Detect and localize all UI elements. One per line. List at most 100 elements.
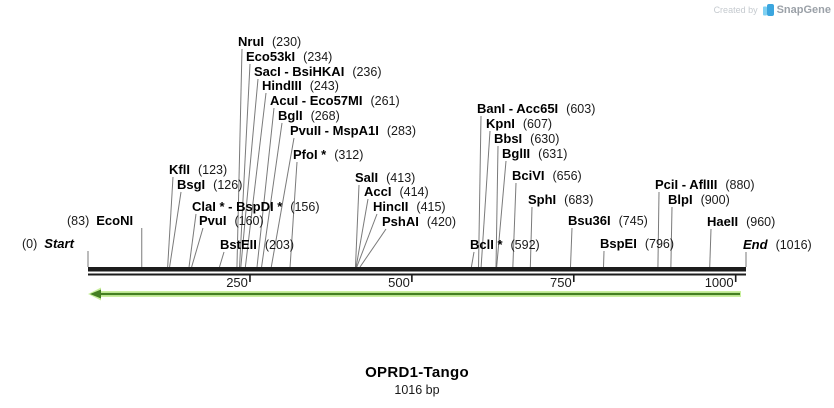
site-position: (83) bbox=[67, 214, 90, 228]
site-name: PvuI bbox=[199, 213, 227, 228]
site-position: (420) bbox=[426, 215, 457, 229]
site-label-clai-bspdi[interactable]: ClaI * - BspDI * (156) bbox=[192, 199, 319, 215]
site-name: SalI bbox=[355, 170, 379, 185]
site-name: BglII bbox=[502, 146, 531, 161]
snapgene-brand-text: SnapGene bbox=[776, 4, 831, 16]
site-name: AccI bbox=[364, 184, 392, 199]
site-position: (126) bbox=[213, 178, 243, 192]
site-position: (603) bbox=[566, 102, 596, 116]
map-title: OPRD1-Tango bbox=[365, 364, 469, 381]
site-position: (203) bbox=[264, 238, 295, 252]
site-position: (234) bbox=[303, 50, 333, 64]
site-label-pvuii-mspa1i[interactable]: PvuII - MspA1I (283) bbox=[290, 123, 416, 139]
title-block: OPRD1-Tango 1016 bp bbox=[0, 364, 834, 397]
site-position: (243) bbox=[309, 79, 339, 93]
site-name: HaeII bbox=[707, 214, 739, 229]
map-length: 1016 bp bbox=[394, 383, 440, 397]
site-label-bspei[interactable]: BspEI (796) bbox=[600, 236, 674, 252]
site-position: (312) bbox=[334, 148, 364, 162]
site-label-bsteii[interactable]: BstEII(203) bbox=[220, 237, 294, 253]
site-label-bbsi[interactable]: BbsI(630) bbox=[494, 131, 559, 147]
site-name: KflI bbox=[169, 162, 190, 177]
direction-arrow[interactable] bbox=[88, 287, 741, 301]
site-label-acci[interactable]: AccI (414) bbox=[364, 184, 429, 200]
site-label-pcii-afliii[interactable]: PciI - AflIII (880) bbox=[655, 177, 755, 193]
site-label-sphi[interactable]: SphI(683) bbox=[528, 192, 593, 208]
site-position: (607) bbox=[522, 117, 553, 131]
site-position: (631) bbox=[538, 147, 568, 161]
site-label-start[interactable]: (0) Start bbox=[22, 236, 74, 252]
site-label-acui-eco57mi[interactable]: AcuI - Eco57MI (261) bbox=[270, 93, 400, 109]
site-label-end[interactable]: End (1016) bbox=[743, 237, 812, 253]
site-position: (745) bbox=[618, 214, 648, 228]
site-position: (230) bbox=[272, 35, 302, 49]
site-label-bani-acc65i[interactable]: BanI - Acc65I (603) bbox=[477, 101, 595, 117]
site-label-nrui[interactable]: NruI (230) bbox=[238, 34, 301, 50]
site-name: KpnI bbox=[486, 116, 515, 131]
site-label-pshai[interactable]: PshAI(420) bbox=[382, 214, 456, 230]
site-name: BsgI bbox=[177, 177, 206, 192]
site-name: EcoNI bbox=[96, 213, 134, 228]
site-label-eco53ki[interactable]: Eco53kI (234) bbox=[246, 49, 332, 65]
site-label-bcivi[interactable]: BciVI(656) bbox=[512, 168, 582, 184]
site-label-pvui[interactable]: PvuI(160) bbox=[199, 213, 264, 229]
site-name: BlpI bbox=[668, 192, 693, 207]
site-name: End bbox=[743, 237, 768, 252]
site-name: PfoI * bbox=[293, 147, 327, 162]
site-name: NruI bbox=[238, 34, 264, 49]
site-position: (268) bbox=[310, 109, 340, 123]
axis-tick-label: 500 bbox=[388, 275, 410, 290]
site-position: (900) bbox=[700, 193, 730, 207]
snapgene-logo-icon bbox=[762, 3, 774, 16]
site-name: Start bbox=[44, 236, 74, 251]
site-name: BanI - Acc65I bbox=[477, 101, 559, 116]
axis-tick-label: 250 bbox=[226, 275, 248, 290]
site-position: (656) bbox=[552, 169, 582, 183]
site-label-haeii[interactable]: HaeII (960) bbox=[707, 214, 775, 230]
site-position: (796) bbox=[644, 237, 675, 251]
sequence-line bbox=[88, 267, 746, 276]
site-name: PvuII - MspA1I bbox=[290, 123, 379, 138]
site-label-kfli[interactable]: KflI (123) bbox=[169, 162, 227, 178]
site-label-econi[interactable]: (83) EcoNI bbox=[67, 213, 133, 229]
site-label-bsu36i[interactable]: Bsu36I(745) bbox=[568, 213, 648, 229]
site-position: (413) bbox=[386, 171, 416, 185]
site-name: ClaI * - BspDI * bbox=[192, 199, 283, 214]
site-name: HincII bbox=[373, 199, 409, 214]
site-position: (123) bbox=[197, 163, 228, 177]
site-position: (1016) bbox=[775, 238, 812, 252]
site-name: PciI - AflIII bbox=[655, 177, 718, 192]
site-position: (0) bbox=[22, 237, 38, 251]
site-label-pfoi[interactable]: PfoI * (312) bbox=[293, 147, 363, 163]
site-label-bsgi[interactable]: BsgI (126) bbox=[177, 177, 242, 193]
site-position: (236) bbox=[352, 65, 382, 79]
site-position: (960) bbox=[746, 215, 776, 229]
site-label-saci-bsihkai[interactable]: SacI - BsiHKAI(236) bbox=[254, 64, 382, 80]
site-label-bgli[interactable]: BglI(268) bbox=[278, 108, 340, 124]
site-label-hincii[interactable]: HincII(415) bbox=[373, 199, 446, 215]
leader-lines bbox=[87, 48, 747, 268]
site-position: (630) bbox=[530, 132, 560, 146]
site-position: (261) bbox=[370, 94, 400, 108]
site-label-kpni[interactable]: KpnI (607) bbox=[486, 116, 552, 132]
site-label-hindiii[interactable]: HindIII (243) bbox=[262, 78, 339, 94]
site-name: Eco53kI bbox=[246, 49, 296, 64]
axis-tick-label: 750 bbox=[550, 275, 572, 290]
site-position: (283) bbox=[386, 124, 417, 138]
site-label-sali[interactable]: SalI (413) bbox=[355, 170, 415, 186]
site-name: AcuI - Eco57MI bbox=[270, 93, 363, 108]
site-position: (880) bbox=[725, 178, 755, 192]
site-label-blpi[interactable]: BlpI (900) bbox=[668, 192, 730, 208]
site-name: HindIII bbox=[262, 78, 302, 93]
site-position: (156) bbox=[290, 200, 320, 214]
site-label-bglii[interactable]: BglII (631) bbox=[502, 146, 567, 162]
site-position: (592) bbox=[510, 238, 540, 252]
site-label-bcli[interactable]: BclI *(592) bbox=[470, 237, 540, 253]
created-by-text: Created by bbox=[713, 5, 758, 15]
credit: Created by SnapGene bbox=[714, 3, 831, 17]
site-position: (414) bbox=[399, 185, 429, 199]
site-name: BspEI bbox=[600, 236, 637, 251]
